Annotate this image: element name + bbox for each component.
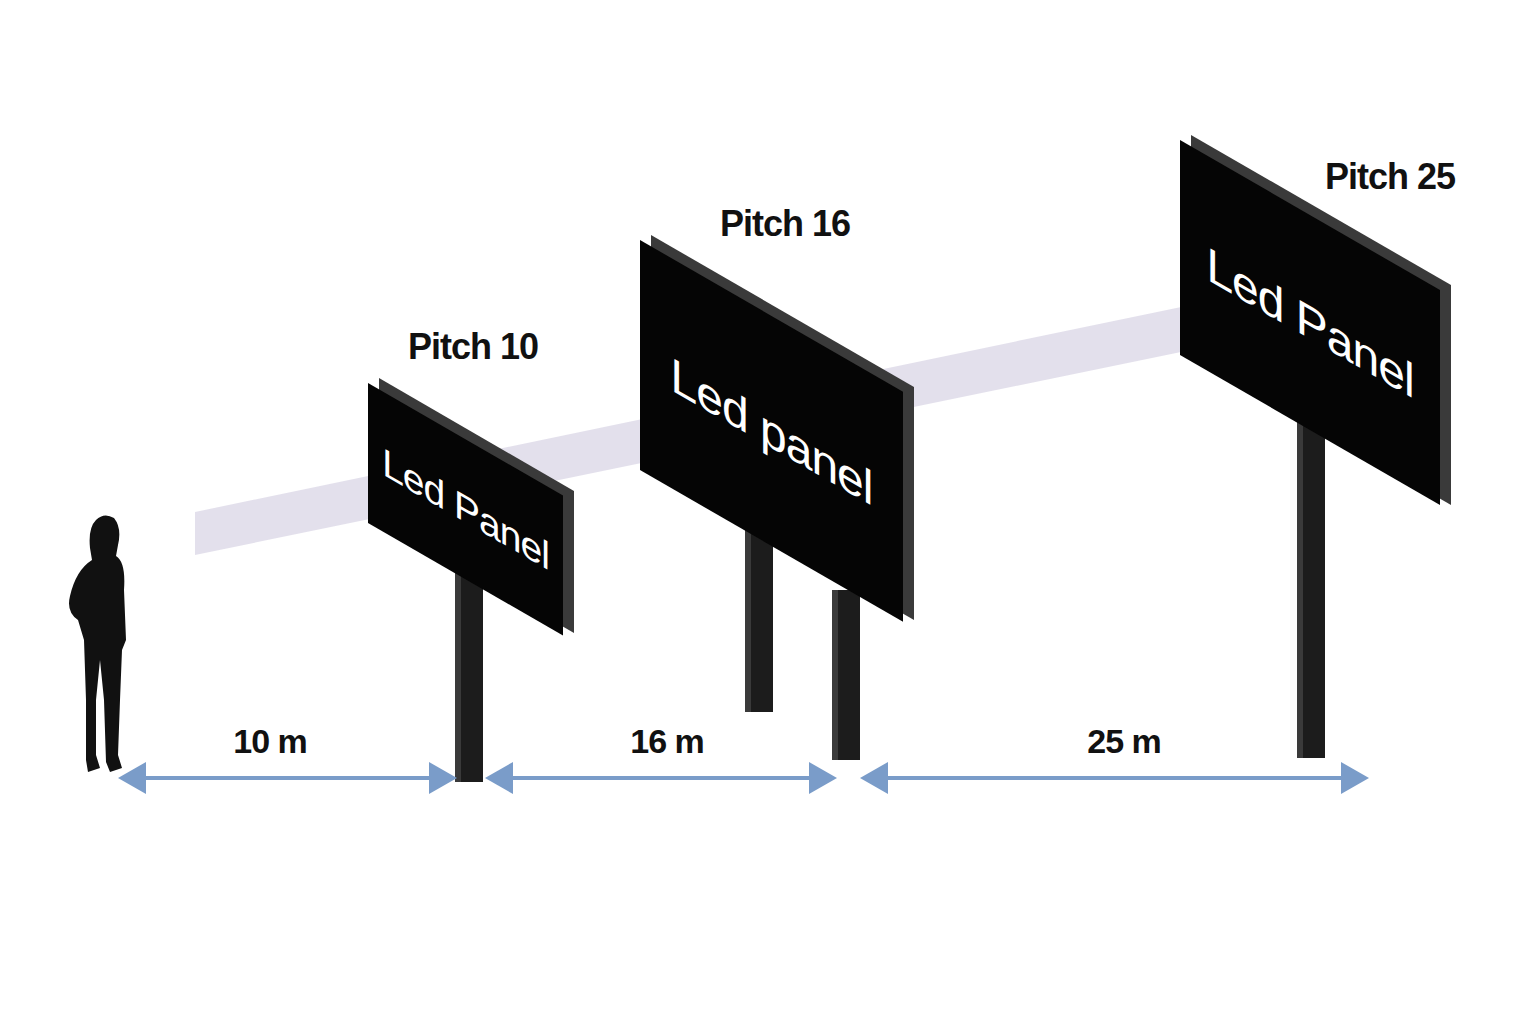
- panel-post: [455, 570, 483, 782]
- arrow-head: [429, 762, 457, 794]
- arrow-head: [1341, 762, 1369, 794]
- dimension-line: [140, 776, 435, 780]
- panel-post: [1297, 420, 1325, 758]
- post-edge: [455, 570, 461, 782]
- distance-label: 10 m: [229, 722, 311, 761]
- pitch-heading: Pitch 16: [720, 203, 850, 245]
- led-panel: Led PanelPitch 10: [368, 383, 563, 523]
- distance-label: 25 m: [1083, 722, 1165, 761]
- post-edge: [1297, 420, 1303, 758]
- dimension-line: [882, 776, 1347, 780]
- panel-face: Led Panel: [368, 383, 563, 636]
- person-silhouette: [69, 515, 126, 772]
- pitch-heading: Pitch 10: [408, 326, 538, 368]
- led-panel: Led PanelPitch 25: [1180, 140, 1440, 355]
- panel-post: [832, 590, 860, 760]
- led-panel: Led panelPitch 16: [640, 240, 903, 470]
- panel-text: Led Panel: [1206, 235, 1413, 410]
- arrow-head: [809, 762, 837, 794]
- panel-text: Led Panel: [382, 439, 549, 579]
- distance-label: 16 m: [626, 722, 708, 761]
- dimension-line: [507, 776, 815, 780]
- arrow-head: [860, 762, 888, 794]
- post-edge: [832, 590, 838, 760]
- pitch-heading: Pitch 25: [1325, 156, 1455, 198]
- panel-post: [745, 530, 773, 712]
- post-edge: [745, 530, 751, 712]
- panel-face: Led panel: [640, 240, 903, 622]
- arrow-head: [118, 762, 146, 794]
- dimension-arrows: [118, 762, 1369, 794]
- arrow-head: [485, 762, 513, 794]
- panel-text: Led panel: [671, 345, 873, 517]
